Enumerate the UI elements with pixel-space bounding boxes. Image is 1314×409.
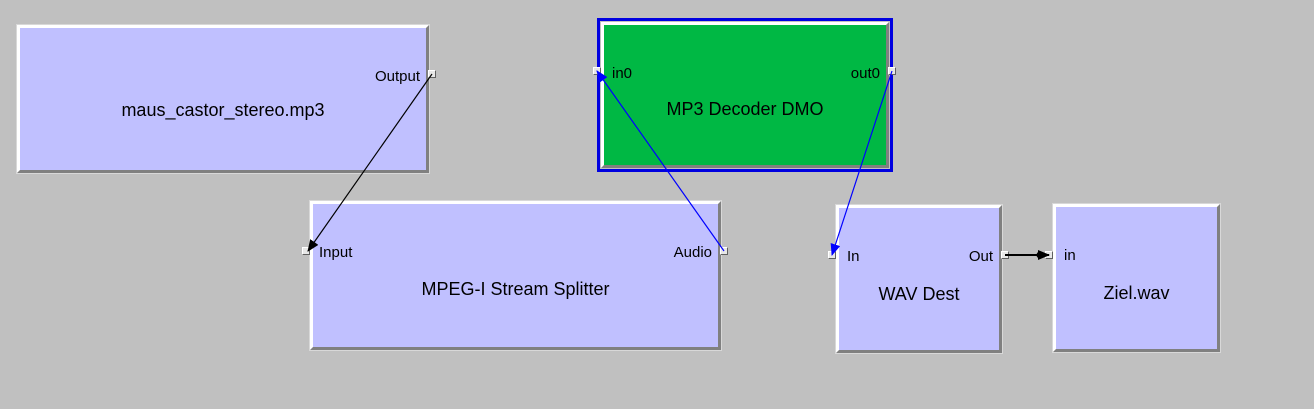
splitter-output-pin[interactable] (720, 247, 728, 255)
decoder-output-pin[interactable] (888, 67, 896, 75)
filter-name: MP3 Decoder DMO (666, 99, 824, 119)
filter-mpeg-splitter[interactable]: MPEG-I Stream Splitter Input Audio (309, 200, 722, 351)
filter-name: maus_castor_stereo.mp3 (121, 100, 325, 120)
connection-joint-dot (1036, 251, 1044, 259)
input-pin-label: In (847, 248, 860, 265)
output-pin-label: out0 (850, 65, 880, 82)
wavdest-input-pin[interactable] (828, 251, 836, 259)
writer-input-pin[interactable] (1045, 251, 1053, 259)
filter-name: WAV Dest (878, 284, 960, 304)
filter-mp3-decoder[interactable]: MP3 Decoder DMO in0 out0 (597, 18, 893, 172)
input-pin-label: in0 (612, 65, 633, 82)
output-pin-label: Output (374, 68, 420, 85)
filter-source-mp3[interactable]: maus_castor_stereo.mp3 Output (16, 24, 430, 174)
input-pin-label: Input (319, 244, 353, 261)
output-pin-label: Audio (673, 244, 712, 261)
filter-name: MPEG-I Stream Splitter (421, 279, 610, 299)
decoder-input-pin[interactable] (593, 67, 601, 75)
output-pin-label: Out (968, 248, 993, 265)
input-pin-label: in (1064, 247, 1076, 264)
filter-file-writer[interactable]: Ziel.wav in (1052, 203, 1221, 353)
source-output-pin[interactable] (428, 70, 436, 78)
filter-wav-dest[interactable]: WAV Dest In Out (835, 204, 1003, 354)
filter-name: Ziel.wav (1103, 283, 1170, 303)
splitter-input-pin[interactable] (302, 247, 310, 255)
wavdest-output-pin[interactable] (1001, 251, 1009, 259)
